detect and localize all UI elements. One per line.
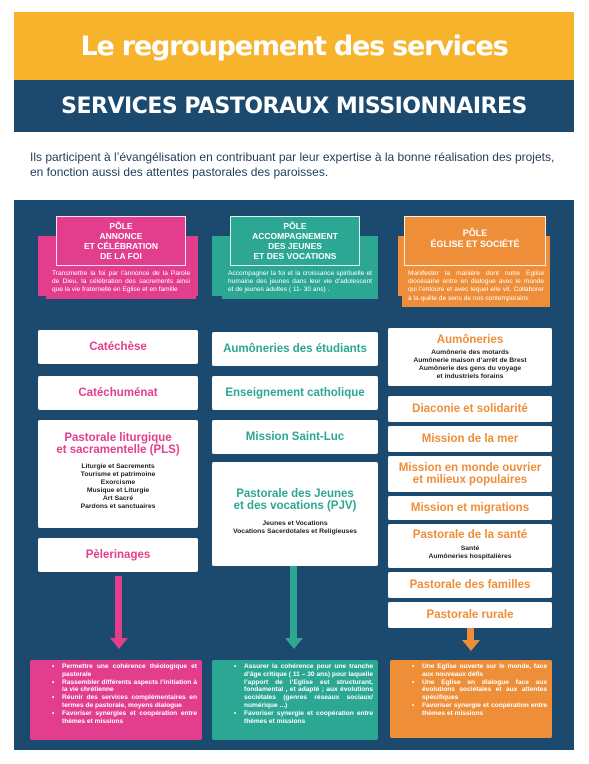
- pole-jeunes-arrow-shaft: [290, 566, 297, 640]
- service-aumoneries-etudiants: Aumôneries des étudiants: [212, 332, 378, 366]
- pole-societe-goals: Une Eglise ouverte sur le monde, face au…: [390, 660, 552, 738]
- service-monde-ouvrier: Mission en monde ouvrier et milieux popu…: [388, 456, 552, 492]
- goal-item: Assurer la cohérence pour une tranche d’…: [216, 663, 373, 710]
- pole-societe-arrow-shaft: [467, 628, 474, 642]
- title-banner: Le regroupement des services: [14, 12, 574, 80]
- goal-item: Une Eglise ouverte sur le monde, face au…: [394, 663, 547, 679]
- service-pls: Pastorale liturgique et sacramentelle (P…: [38, 420, 198, 528]
- pole-jeunes-goals: Assurer la cohérence pour une tranche d’…: [212, 660, 378, 740]
- service-aumoneries: Aumôneries Aumônerie des motards Aumôner…: [388, 328, 552, 386]
- goal-item: Permettre une cohérence théologique et p…: [34, 663, 197, 679]
- service-diaconie: Diaconie et solidarité: [388, 396, 552, 422]
- pole-annonce-arrow-shaft: [115, 576, 122, 640]
- service-catechumenat: Catéchuménat: [38, 376, 198, 410]
- pole-jeunes-description: Accompagner la foi et la croissance spir…: [222, 266, 378, 299]
- pole-annonce-goals: Permettre une cohérence théologique et p…: [30, 660, 202, 740]
- subtitle-banner: SERVICES PASTORAUX MISSIONNAIRES: [14, 80, 574, 132]
- goal-item: Réunir des services complémentaires en t…: [34, 694, 197, 710]
- goal-item: Une Eglise en dialogue face aux évolutio…: [394, 679, 547, 702]
- pole-jeunes-arrow-head: [285, 638, 303, 649]
- service-pelerinages: Pèlerinages: [38, 538, 198, 572]
- pole-annonce-title: PÔLE ANNONCE ET CÉLÉBRATION DE LA FOI: [56, 216, 186, 266]
- service-migrations: Mission et migrations: [388, 496, 552, 520]
- pole-societe-description: Manifester la manière dont notre Eglise …: [402, 266, 550, 307]
- service-familles: Pastorale des familles: [388, 572, 552, 598]
- goal-item: Favoriser synergies et coopération entre…: [34, 710, 197, 726]
- service-sante: Pastorale de la santé Santé Aumôneries h…: [388, 524, 552, 568]
- pole-annonce-arrow-head: [110, 638, 128, 649]
- page-subtitle: SERVICES PASTORAUX MISSIONNAIRES: [61, 93, 527, 119]
- goal-item: Favoriser synergie et coopération entre …: [394, 702, 547, 718]
- goal-item: Rassembler différents aspects l’initiati…: [34, 679, 197, 695]
- pole-annonce-description: Transmettre la foi par l’annonce de la P…: [46, 266, 196, 299]
- service-rurale: Pastorale rurale: [388, 602, 552, 628]
- service-enseignement-catholique: Enseignement catholique: [212, 376, 378, 410]
- service-pjv: Pastorale des Jeunes et des vocations (P…: [212, 462, 378, 566]
- pole-jeunes-title: PÔLE ACCOMPAGNEMENT DES JEUNES ET DES VO…: [230, 216, 360, 266]
- pole-societe-arrow-head: [462, 640, 480, 651]
- intro-text: Ils participent à l’évangélisation en co…: [30, 150, 555, 179]
- service-mission-saint-luc: Mission Saint-Luc: [212, 420, 378, 454]
- service-catechese: Catéchèse: [38, 330, 198, 364]
- page-title: Le regroupement des services: [80, 30, 508, 62]
- service-mission-mer: Mission de la mer: [388, 426, 552, 452]
- pole-societe-title: PÔLE ÉGLISE ET SOCIÉTÉ: [404, 216, 546, 266]
- goal-item: Favoriser synergie et coopération entre …: [216, 710, 373, 726]
